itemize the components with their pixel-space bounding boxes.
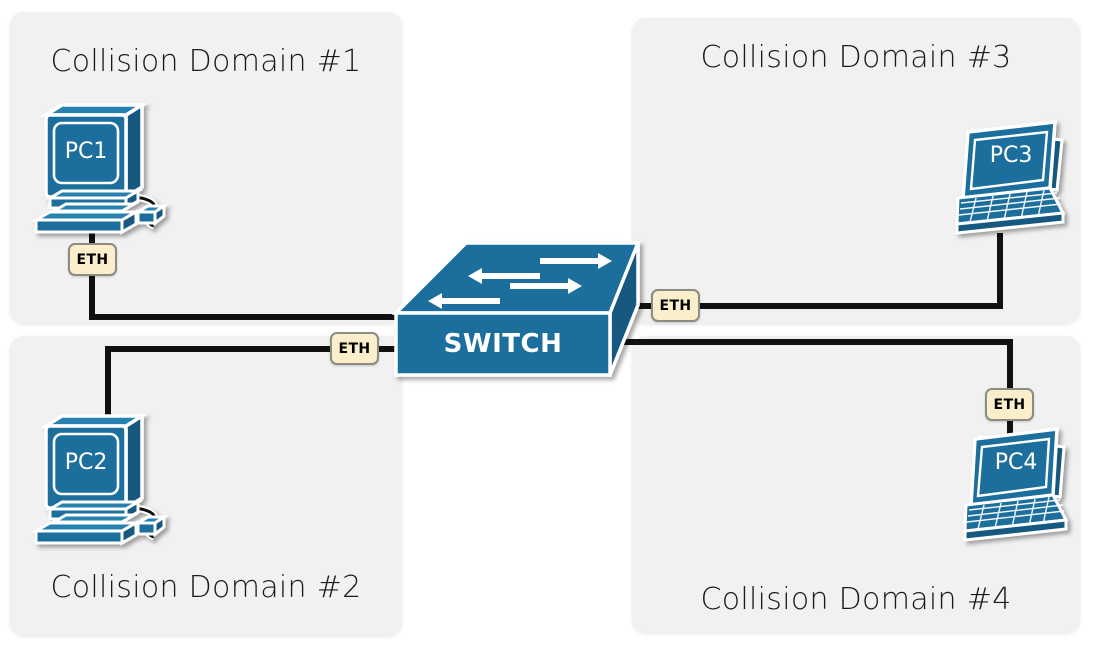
collision-domain-title-1: Collision Domain #1: [50, 44, 362, 79]
switch-arrow-right-2: [510, 278, 582, 294]
eth-badge-pc3[interactable]: ETH: [651, 289, 700, 322]
collision-domain-title-4: Collision Domain #4: [700, 582, 1012, 617]
collision-domain-title-3: Collision Domain #3: [700, 40, 1012, 75]
eth-badge-pc1[interactable]: ETH: [68, 243, 117, 276]
cable-switch-pc3: [630, 233, 1003, 309]
collision-domain-title-2: Collision Domain #2: [50, 570, 362, 605]
cable-pc2-switch: [105, 346, 400, 432]
device-pc1[interactable]: [30, 101, 169, 235]
switch-arrow-right-1: [540, 253, 612, 269]
switch-arrow-left-2: [428, 293, 500, 309]
device-pc3[interactable]: [955, 120, 1066, 235]
device-pc2[interactable]: [30, 412, 169, 546]
eth-badge-pc2[interactable]: ETH: [330, 332, 379, 365]
device-pc4[interactable]: [963, 427, 1069, 542]
switch-icon[interactable]: [391, 241, 641, 377]
switch-arrow-left-1: [468, 268, 540, 284]
eth-badge-pc4[interactable]: ETH: [985, 388, 1034, 421]
switch-arrow-group: [428, 253, 612, 309]
